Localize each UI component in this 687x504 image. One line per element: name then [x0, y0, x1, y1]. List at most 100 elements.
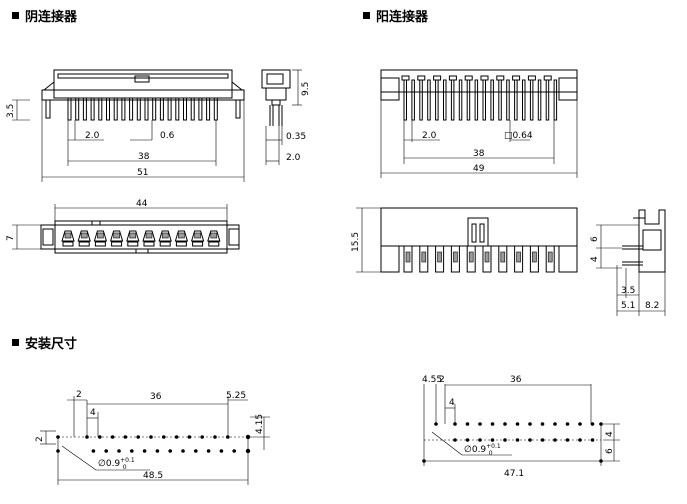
- male-connector-title: 阳连接器: [376, 10, 429, 25]
- dim-38: 38: [138, 152, 150, 162]
- pin: [121, 97, 126, 121]
- mount-hole: [142, 449, 147, 453]
- mount-hole: [540, 438, 545, 442]
- mount-hole: [465, 422, 470, 426]
- contact-tip: [64, 232, 72, 239]
- dim-44: 44: [136, 199, 148, 209]
- contact-pin: [453, 251, 458, 263]
- dim-15-5: 15.5: [351, 232, 361, 252]
- contact-cavity: [77, 230, 91, 242]
- contact-pin: [484, 251, 490, 263]
- pin: [144, 97, 149, 121]
- hole-tolerance-lower: 0: [123, 464, 127, 471]
- contact-cavity: [93, 230, 108, 242]
- contact-cavity: [174, 230, 189, 242]
- mount-hole: [540, 422, 545, 426]
- pin: [82, 97, 87, 121]
- contact-pin: [421, 251, 427, 263]
- pin: [474, 79, 479, 121]
- female-connector-title: 阴连接器: [25, 10, 78, 25]
- mount-hole: [553, 438, 557, 442]
- pin: [514, 79, 518, 121]
- mount-hole: [565, 422, 570, 426]
- contact-slot: [498, 245, 508, 273]
- contact-base: [159, 241, 171, 247]
- contact-cavity: [190, 230, 205, 242]
- contact-cavity: [61, 230, 75, 242]
- contact-slot: [514, 245, 524, 273]
- female-bottom-view: 44 7: [6, 199, 240, 254]
- dim-2-0-male: 2.0: [422, 131, 437, 141]
- contact-cavity: [142, 230, 156, 242]
- pin: [136, 97, 141, 121]
- dim-47-1: 47.1: [504, 469, 524, 479]
- dim-2-0-side: 2.0: [286, 153, 301, 163]
- pin: [506, 79, 510, 121]
- contact-tip: [194, 232, 201, 239]
- contact-base: [94, 241, 106, 247]
- pin-seat: [448, 75, 457, 81]
- mount-hole: [232, 449, 236, 453]
- pin-seat: [480, 75, 489, 81]
- contact-pin: [500, 251, 506, 263]
- dim-6-right: 6: [605, 448, 615, 454]
- mount-hole: [123, 435, 128, 439]
- dim-48-5: 48.5: [143, 471, 163, 481]
- dim-38-male: 38: [473, 149, 485, 159]
- dim-51: 51: [137, 168, 148, 178]
- male-side-view: 6 4 3.5 5.1 8.2: [590, 209, 666, 316]
- contact-cavity: [126, 230, 140, 242]
- hole-tolerance-lower-right: 0: [489, 450, 493, 457]
- pin: [537, 79, 542, 121]
- dim-36-left: 36: [150, 392, 162, 402]
- pin: [206, 97, 211, 121]
- pin: [113, 97, 118, 121]
- female-side-view: 9.5 0.35 2.0: [261, 69, 311, 165]
- dim-2-right: 2: [439, 375, 445, 385]
- female-front-view: 3.5 2.0 0.6 38 51: [6, 69, 245, 182]
- dim-2-row: 2: [35, 436, 45, 442]
- square-bullet-icon: [363, 12, 370, 19]
- male-top-view: 15.5: [351, 207, 578, 273]
- square-bullet-icon: [12, 12, 19, 19]
- pin: [427, 79, 431, 121]
- mount-hole: [478, 422, 482, 426]
- pin: [490, 79, 494, 121]
- dim-6: 6: [590, 236, 600, 242]
- pin: [167, 97, 172, 121]
- pin-seat: [512, 75, 521, 81]
- mount-hole: [91, 449, 96, 453]
- dim-49: 49: [473, 164, 485, 174]
- pin: [522, 79, 526, 121]
- mount-hole: [194, 449, 198, 453]
- pin-seat: [527, 75, 536, 81]
- mount-hole: [515, 422, 520, 426]
- pin: [435, 79, 439, 121]
- mount-hole: [117, 449, 121, 453]
- dim-4-pitch-right: 4: [449, 398, 455, 408]
- dim-4-15: 4.15: [255, 414, 265, 434]
- pin: [152, 97, 157, 121]
- pin-seat: [401, 75, 410, 81]
- mount-hole: [578, 422, 582, 426]
- contact-base: [127, 241, 139, 247]
- contact-slot: [450, 245, 460, 273]
- dim-4-row-right: 4: [605, 431, 615, 437]
- contact-cavity: [158, 230, 172, 242]
- dim-3-5: 3.5: [6, 104, 16, 118]
- contact-pin: [547, 251, 553, 263]
- contact-base: [175, 241, 187, 247]
- mount-hole: [174, 435, 179, 439]
- mount-hole: [528, 422, 532, 426]
- dim-36-right: 36: [510, 375, 522, 385]
- pin: [443, 79, 447, 121]
- pin: [129, 97, 134, 121]
- pin: [466, 79, 471, 121]
- contact-cavity: [207, 230, 221, 242]
- contact-slot: [435, 245, 445, 273]
- mount-hole: [453, 438, 457, 442]
- pin: [458, 79, 463, 121]
- mount-hole: [181, 449, 185, 453]
